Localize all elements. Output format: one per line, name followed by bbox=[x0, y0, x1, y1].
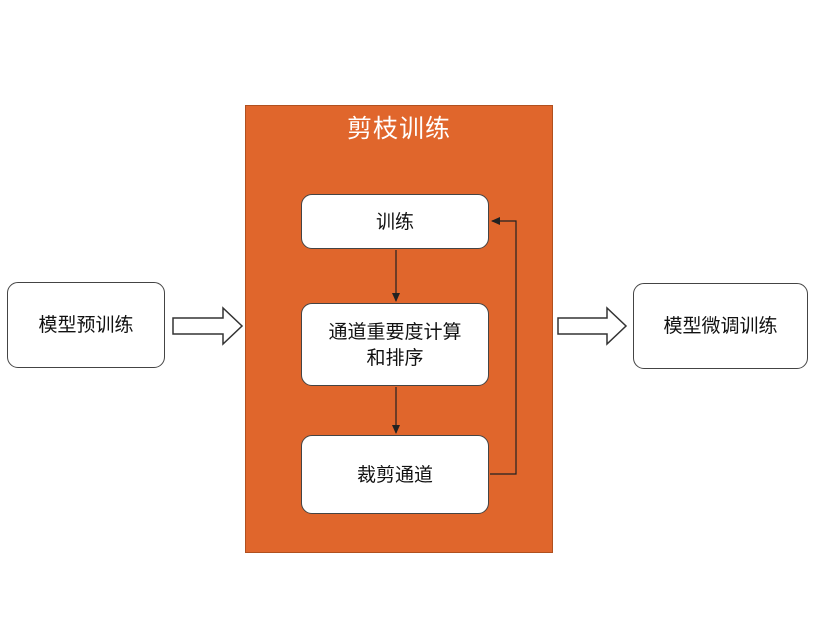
node-model-pretraining-label: 模型预训练 bbox=[38, 314, 134, 336]
node-channel-importance-ranking: 通道重要度计算 和排序 bbox=[301, 303, 489, 386]
panel-title: 剪枝训练 bbox=[346, 114, 451, 143]
node-prune-channels: 裁剪通道 bbox=[301, 435, 489, 514]
node-training-label: 训练 bbox=[375, 210, 414, 233]
node-channel-importance-label-line1: 通道重要度计算 bbox=[328, 320, 462, 343]
node-channel-importance-label-line2: 和排序 bbox=[366, 346, 424, 369]
loop-arrow-prune-to-train bbox=[490, 217, 517, 475]
hollow-arrow-pretrain-to-panel bbox=[172, 306, 244, 346]
hollow-arrow-panel-to-finetune bbox=[557, 306, 628, 346]
node-model-finetuning: 模型微调训练 bbox=[633, 283, 808, 369]
node-training: 训练 bbox=[301, 194, 489, 249]
node-model-finetuning-label: 模型微调训练 bbox=[663, 315, 778, 337]
node-model-pretraining: 模型预训练 bbox=[7, 282, 165, 368]
pruning-training-panel bbox=[245, 105, 553, 553]
node-prune-channels-label: 裁剪通道 bbox=[356, 463, 433, 486]
